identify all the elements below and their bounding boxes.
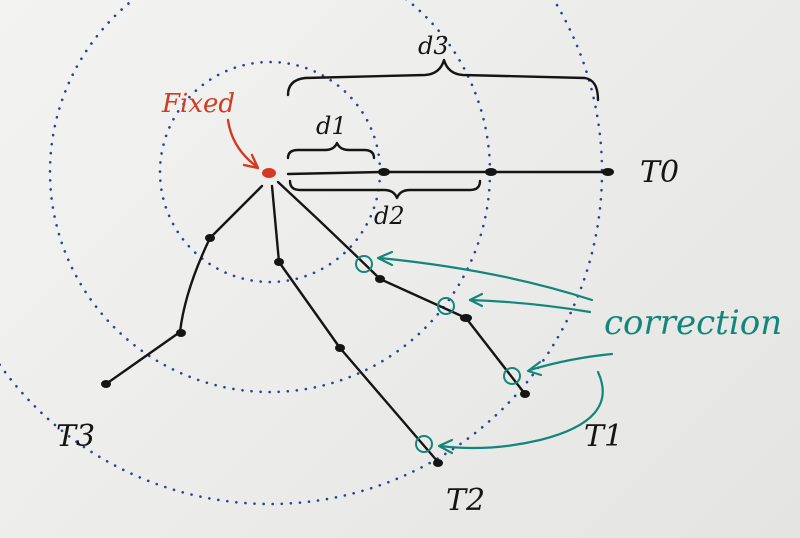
correction-arrow-3 (528, 352, 614, 372)
correction-arrow-4 (438, 370, 604, 450)
distance-braces (286, 58, 600, 200)
brace-d2 (288, 179, 482, 200)
brace-d1 (286, 141, 376, 160)
t2-label: T2 (446, 483, 485, 518)
correction-marks (355, 255, 521, 453)
correction-arrow-3-head (526, 360, 543, 377)
correction-label: correction (604, 303, 782, 343)
edge-t0 (286, 170, 610, 176)
t3-node-1 (205, 234, 215, 242)
fixed-arrow (226, 118, 258, 168)
correction-arrow-2-head (468, 292, 484, 308)
tree-nodes (101, 168, 614, 467)
t1-label: T1 (584, 419, 623, 454)
t3-label: T3 (56, 419, 95, 454)
t3-node-3 (101, 380, 111, 388)
tree-edges (104, 170, 610, 464)
t1-node-1 (375, 275, 385, 283)
correction-circle-4 (415, 435, 433, 453)
t2-node-2 (335, 344, 345, 352)
fixed-node (262, 168, 276, 178)
correction-arrow-1 (378, 256, 594, 302)
correction-arrow-4-head (437, 438, 454, 455)
edge-t2 (270, 184, 440, 464)
t0-node-1 (378, 168, 390, 176)
t0-node-2 (485, 168, 497, 176)
brace-d3 (286, 58, 600, 102)
d1-label: d1 (316, 112, 347, 140)
t1-node-3 (520, 390, 530, 398)
correction-circle-2 (437, 297, 455, 315)
fixed-arrow-head (242, 153, 260, 170)
correction-circle-3 (503, 367, 521, 385)
d3-label: d3 (418, 32, 449, 60)
correction-arrow-2 (468, 298, 592, 314)
edge-t3 (104, 184, 264, 386)
correction-arrow-1-head (376, 250, 394, 267)
fixed-label: Fixed (161, 89, 235, 119)
t2-node-1 (274, 258, 284, 266)
t0-node-3 (602, 168, 614, 176)
d2-label: d2 (374, 202, 405, 230)
t2-node-3 (433, 459, 443, 467)
correction-circle-1 (355, 255, 373, 273)
t0-label: T0 (640, 155, 679, 190)
t3-node-2 (176, 329, 186, 337)
t1-node-2 (460, 314, 472, 322)
correction-arrows (376, 250, 614, 455)
